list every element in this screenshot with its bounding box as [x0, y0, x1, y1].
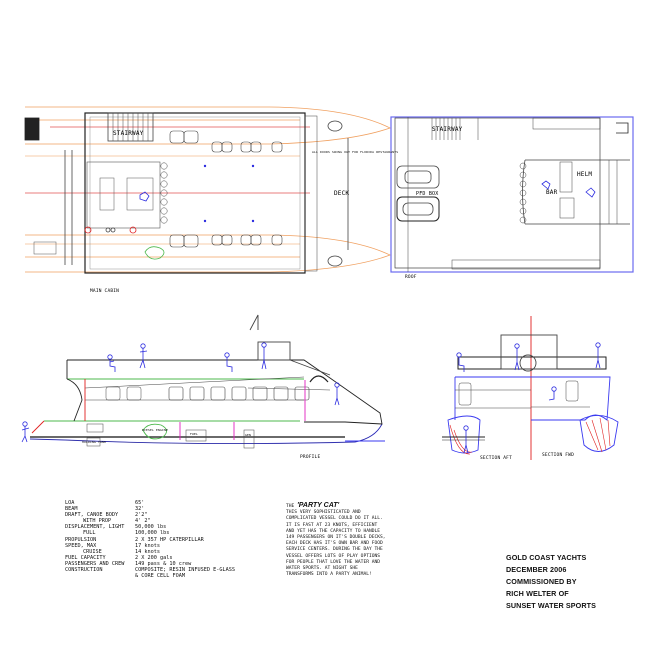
spec-value: COMPOSITE; RESIN INFUSED E-GLASS	[135, 567, 235, 574]
spec-key: FUEL CAPACITY	[65, 554, 106, 561]
spec-row: SPEED, MAX 17 knots	[65, 543, 235, 549]
vessel-name: 'PARTY CAT'	[297, 502, 340, 509]
spec-row: PROPULSION 2 X 357 HP CATERPILLAR	[65, 537, 235, 543]
main-cabin-note-label: ALL DOORS SWING OUT FOR FLORIDA RESTAURA…	[312, 150, 399, 154]
spec-row: LOA 65'	[65, 500, 235, 506]
bar-label: BAR	[546, 189, 558, 196]
main-cabin-stairway-label: STAIRWAY	[113, 130, 144, 137]
description-line: AND YET HAS THE CAPACITY TO HANDLE	[286, 528, 381, 534]
spec-row: FUEL CAPACITY 2 X 200 gals	[65, 555, 235, 561]
spec-key: FULL	[83, 530, 96, 537]
pfd-box-label: PFD BOX	[416, 191, 439, 197]
spec-value: 65'	[135, 500, 145, 506]
diesel-engine-label: DIESEL ENGINE	[142, 428, 169, 432]
spec-row: CONSTRUCTION COMPOSITE; RESIN INFUSED E-G…	[65, 567, 235, 573]
spec-key: PROPULSION	[65, 536, 97, 543]
spec-value: & CORE CELL FOAM	[135, 573, 185, 580]
deck-label: DECK	[334, 190, 350, 197]
holding-tank-label: HOLDING TANK	[82, 440, 107, 444]
credit-line: COMMISSIONED BY	[506, 577, 577, 586]
credit-line: RICH WELTER OF	[506, 589, 569, 598]
profile-view	[21, 314, 385, 449]
spec-row: CRUISE 14 knots	[65, 549, 235, 555]
gen-label: GEN	[245, 433, 252, 437]
credit-line: SUNSET WATER SPORTS	[506, 601, 597, 610]
spec-row: DRAFT, CANOE BODY 2'2"	[65, 512, 235, 518]
spec-value: 2 X 357 HP CATERPILLAR	[135, 536, 204, 543]
section-fwd-caption: SECTION FWD	[542, 453, 575, 458]
spec-key: BEAM	[65, 506, 78, 513]
description-line: THIS VERY SOPHISTICATED AND	[286, 510, 361, 516]
main-cabin-plan	[24, 106, 392, 274]
helm-label: HELM	[577, 171, 593, 178]
spec-row: & CORE CELL FOAM	[65, 573, 235, 579]
spec-row: WITH PROP 4' 2"	[65, 518, 235, 524]
spec-row: FULL 100,000 lbs	[65, 530, 235, 536]
spec-value: 32'	[135, 506, 145, 513]
spec-key: DISPLACEMENT, LIGHT	[65, 524, 125, 531]
section-aft-caption: SECTION AFT	[480, 456, 513, 461]
roof-caption: ROOF	[405, 275, 417, 280]
description-line: TRANSFORMS INTO A PARTY ANIMAL!	[286, 572, 372, 578]
fuel-label: FUEL	[190, 432, 199, 436]
spec-row: DISPLACEMENT, LIGHT 50,000 lbs	[65, 524, 235, 530]
spec-key: LOA	[65, 500, 75, 506]
spec-key: PASSENGERS AND CREW	[65, 560, 125, 567]
spec-key: SPEED, MAX	[65, 542, 97, 549]
spec-row: BEAM 32'	[65, 506, 235, 512]
spec-value: 14 knots	[135, 548, 160, 555]
section-views	[442, 316, 619, 460]
description-line: EACH DECK HAS IT'S OWN BAR AND FOOD	[286, 541, 383, 547]
title-block: GOLD COAST YACHTS DECEMBER 2006 COMMISSI…	[506, 552, 596, 612]
profile-caption: PROFILE	[300, 455, 321, 460]
spec-value: 4' 2"	[135, 518, 151, 525]
description-line: WATER SPORTS. AT NIGHT SHE	[286, 566, 358, 572]
description-prefix: THE	[286, 504, 295, 509]
spec-key: CONSTRUCTION	[65, 567, 103, 574]
spec-value: 2 X 200 gals	[135, 554, 173, 561]
spec-row: PASSENGERS AND CREW 149 pass & 10 crew	[65, 561, 235, 567]
spec-key	[65, 573, 135, 579]
roof-stairway-label: STAIRWAY	[432, 126, 463, 133]
main-cabin-caption: MAIN CABIN	[90, 289, 120, 294]
description-line: VESSEL OFFERS LOTS OF PLAY OPTIONS	[286, 553, 381, 559]
description-line: SERVICE CENTERS. DURING THE DAY THE	[286, 547, 383, 553]
spec-key: CRUISE	[83, 548, 102, 555]
spec-value: 50,000 lbs	[135, 524, 167, 531]
spec-key: WITH PROP	[83, 518, 112, 525]
spec-key: DRAFT, CANOE BODY	[65, 512, 119, 519]
vessel-description: THE 'PARTY CAT' THIS VERY SOPHISTICATED …	[286, 502, 404, 578]
description-line: 149 PASSENGERS ON IT'S DOUBLE DECKS,	[286, 535, 386, 541]
description-line: IT IS FAST AT 23 KNOTS, EFFICIENT	[286, 522, 378, 528]
description-line: FOR PEOPLE THAT LOVE THE WATER AND	[286, 559, 381, 565]
credit-line: DECEMBER 2006	[506, 565, 567, 574]
description-line: COMPLICATED VESSEL COULD DO IT ALL.	[286, 516, 383, 522]
spec-value: 100,000 lbs	[135, 530, 170, 537]
spec-value: 149 pass & 10 crew	[135, 560, 192, 567]
credit-line: GOLD COAST YACHTS	[506, 553, 587, 562]
roof-plan	[390, 116, 634, 273]
spec-value: 2'2"	[135, 512, 148, 519]
spec-value: 17 knots	[135, 542, 160, 549]
